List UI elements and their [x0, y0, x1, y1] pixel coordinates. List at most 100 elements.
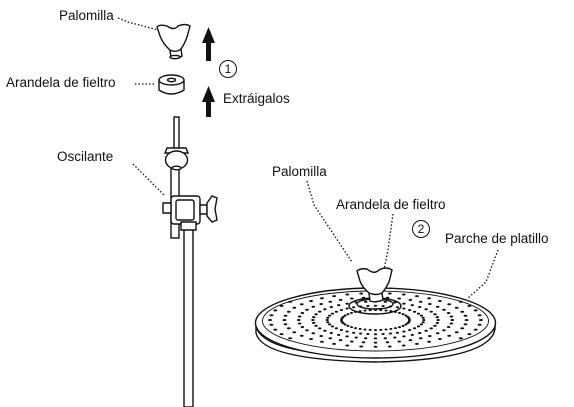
label-wing-nut-top: Palomilla [59, 8, 114, 23]
perforation-hole [401, 293, 406, 296]
perforation-hole [363, 309, 367, 312]
perforation-hole [350, 311, 353, 314]
perforation-hole [312, 316, 316, 319]
perforation-hole [345, 302, 349, 305]
perforation-hole [447, 303, 452, 306]
perforation-hole [463, 323, 468, 326]
arrow-up-icon [202, 27, 215, 61]
perforation-hole [413, 310, 417, 313]
perforation-hole [354, 310, 357, 313]
perforation-hole [334, 310, 338, 313]
perforation-hole [358, 310, 362, 313]
perforation-hole [373, 341, 378, 344]
perforation-hole [394, 327, 397, 330]
perforation-hole [458, 337, 463, 340]
perforation-hole [359, 332, 363, 335]
perforation-hole [326, 316, 330, 319]
perforation-hole [383, 300, 387, 303]
label-wing-nut-bottom: Palomilla [272, 164, 327, 179]
perforation-hole [373, 333, 378, 336]
perforation-hole [410, 333, 414, 336]
perforation-hole [408, 298, 413, 301]
perforation-hole [273, 309, 278, 312]
perforation-hole [328, 323, 332, 326]
perforation-hole [401, 313, 405, 316]
perforation-hole [394, 310, 397, 313]
perforation-hole [389, 310, 393, 313]
perforation-hole [330, 312, 335, 315]
perforation-hole [428, 303, 432, 305]
perforation-hole [402, 335, 406, 338]
perforation-hole [312, 321, 316, 324]
perforation-hole [438, 300, 442, 302]
perforation-hole [311, 319, 315, 321]
perforation-hole [323, 329, 327, 332]
perforation-hole [395, 306, 399, 309]
perforation-hole [318, 310, 322, 313]
perforation-hole [408, 329, 412, 331]
perforation-hole [449, 315, 454, 318]
perforation-hole [421, 316, 425, 319]
perforation-hole [449, 322, 454, 325]
perforation-hole [299, 334, 304, 337]
perforation-hole [450, 319, 455, 321]
perforation-hole [319, 335, 324, 337]
perforation-hole [424, 329, 428, 332]
perforation-hole [319, 303, 324, 305]
perforation-hole [373, 304, 378, 307]
perforation-hole [332, 342, 336, 345]
perforation-hole [292, 331, 297, 334]
perforation-hole [427, 297, 431, 300]
perforation-hole [330, 325, 335, 328]
perforation-hole [460, 310, 465, 313]
perforation-hole [288, 300, 293, 303]
perforation-hole [374, 309, 377, 311]
perforation-hole [359, 305, 363, 308]
perforation-hole [407, 320, 411, 323]
perforation-hole [389, 327, 393, 330]
perforation-hole [340, 317, 344, 320]
perforation-hole [345, 293, 350, 296]
label-felt-washer-top: Arandela de fieltro [6, 75, 116, 90]
perforation-hole [340, 320, 344, 323]
perforation-hole [366, 305, 370, 307]
label-tilter: Oscilante [57, 149, 114, 164]
perforation-hole [358, 327, 362, 330]
perforation-hole [388, 332, 392, 335]
perforation-hole [429, 327, 433, 330]
perforation-hole [299, 303, 304, 306]
perforation-hole [350, 297, 354, 300]
perforation-hole [463, 314, 468, 317]
perforation-hole [473, 309, 478, 312]
perforation-hole [279, 304, 284, 307]
perforation-hole [383, 337, 387, 340]
cymbal-pad-icon [254, 267, 497, 363]
perforation-hole [345, 335, 349, 338]
perforation-hole [326, 321, 330, 324]
perforation-hole [309, 300, 313, 302]
perforation-hole [442, 329, 446, 332]
perforation-hole [269, 323, 274, 326]
perforation-hole [374, 329, 377, 331]
perforation-hole [300, 312, 305, 314]
perforation-hole [354, 327, 357, 330]
perforation-hole [435, 321, 439, 324]
perforation-hole [328, 300, 333, 303]
perforation-hole [282, 319, 287, 321]
perforation-hole [442, 308, 446, 311]
perforation-hole [404, 323, 408, 326]
perforation-hole [340, 319, 343, 321]
perforation-hole [418, 306, 422, 308]
step-1-badge: 1 [219, 60, 237, 78]
perforation-hole [419, 314, 423, 317]
perforation-hole [361, 296, 366, 299]
perforation-hole [408, 309, 412, 311]
perforation-hole [273, 328, 278, 331]
perforation-hole [279, 333, 284, 336]
perforation-hole [314, 324, 318, 327]
perforation-hole [388, 305, 392, 308]
leader-wing-nut-bottom [306, 180, 353, 263]
perforation-hole [397, 297, 402, 300]
perforation-hole [384, 328, 388, 331]
